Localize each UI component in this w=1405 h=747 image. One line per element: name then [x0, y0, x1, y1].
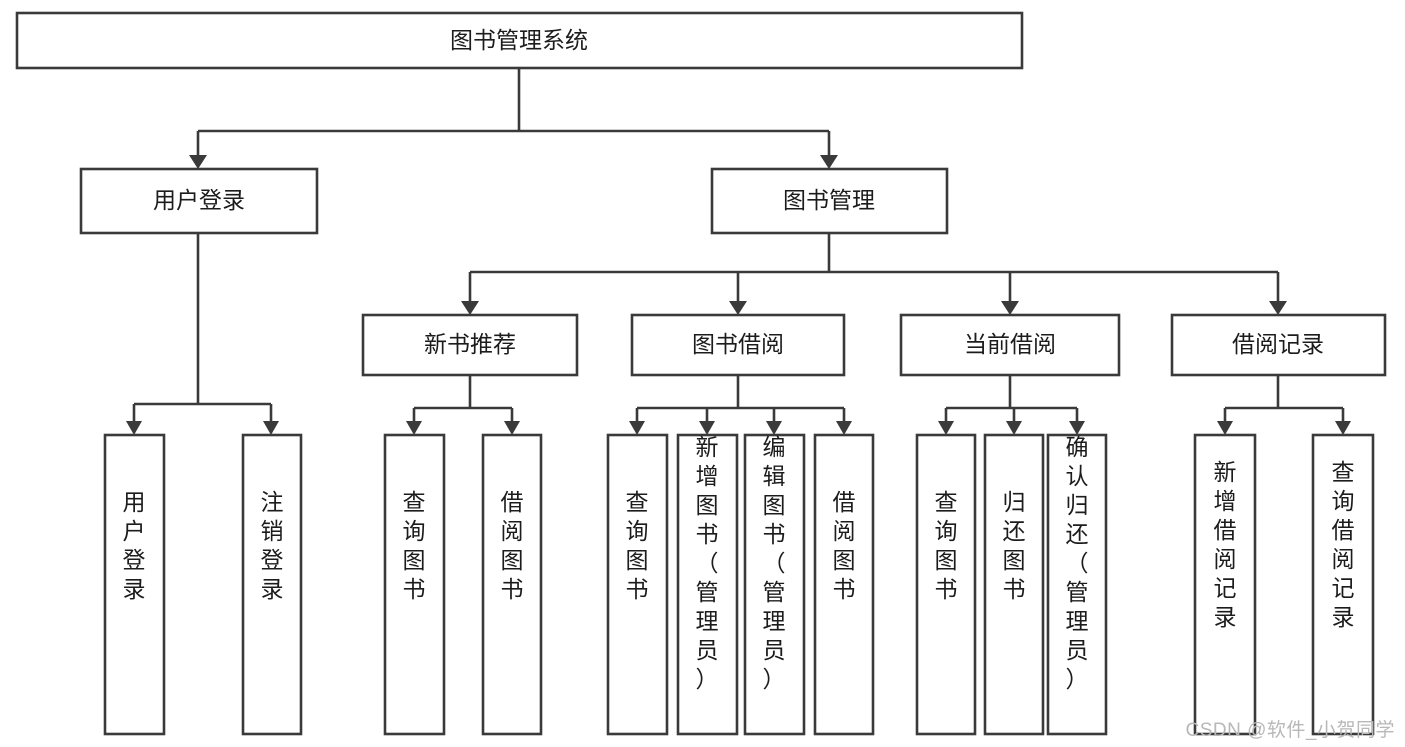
- leaf-node[interactable]: 借阅图书: [481, 433, 543, 736]
- node-current-borrow-label: 当前借阅: [964, 331, 1056, 357]
- node-book-borrow-label: 图书借阅: [692, 331, 784, 357]
- leaf-node-label: 新增借阅记录: [1214, 459, 1237, 630]
- leaf-node[interactable]: 查询图书: [383, 433, 446, 736]
- leaf-node-label: 查询借阅记录: [1332, 459, 1355, 630]
- leaf-node[interactable]: 新增借阅记录: [1193, 433, 1257, 736]
- arrow-head-icon: [189, 155, 207, 169]
- node-current-borrow-box[interactable]: [899, 313, 1121, 377]
- arrow-head-icon: [1069, 421, 1085, 435]
- leaf-node-box[interactable]: [1046, 433, 1108, 736]
- leaf-node-label: 确认归还（管理员）: [1066, 434, 1089, 692]
- leaf-node-box[interactable]: [915, 433, 977, 736]
- node-new-book-recommend-box[interactable]: [361, 313, 579, 377]
- node-root-box[interactable]: [15, 11, 1024, 70]
- node-book-management-label: 图书管理: [783, 187, 875, 213]
- arrow-head-icon: [729, 301, 747, 315]
- node-root-label: 图书管理系统: [450, 27, 588, 53]
- leaf-node-box[interactable]: [813, 433, 875, 736]
- leaf-node[interactable]: 编辑图书（管理员）: [743, 433, 806, 736]
- node-borrow-record-box[interactable]: [1170, 313, 1387, 377]
- arrow-head-icon: [1001, 301, 1019, 315]
- arrow-head-icon: [263, 421, 279, 435]
- node-root[interactable]: 图书管理系统: [15, 11, 1024, 70]
- arrow-head-icon: [1217, 421, 1233, 435]
- node-user-login-label: 用户登录: [153, 187, 245, 213]
- arrow-head-icon: [629, 421, 645, 435]
- leaf-node-label: 注销登录: [261, 489, 284, 602]
- node-user-login-box[interactable]: [79, 167, 319, 235]
- leaf-node[interactable]: 归还图书: [983, 433, 1045, 736]
- arrow-head-icon: [1335, 421, 1351, 435]
- leaf-node[interactable]: 新增图书（管理员）: [676, 433, 739, 736]
- leaf-node-label: 借阅图书: [501, 489, 524, 602]
- leaf-node-box[interactable]: [103, 433, 166, 736]
- leaf-node-box[interactable]: [481, 433, 543, 736]
- leaf-node[interactable]: 用户登录: [103, 433, 166, 736]
- node-book-management-box[interactable]: [710, 167, 949, 235]
- arrow-head-icon: [126, 421, 142, 435]
- leaf-node[interactable]: 注销登录: [241, 433, 303, 736]
- leaf-node[interactable]: 确认归还（管理员）: [1046, 433, 1108, 736]
- arrow-head-icon: [406, 421, 422, 435]
- arrow-head-icon: [820, 155, 838, 169]
- leaf-node-label: 查询图书: [403, 489, 426, 602]
- connector-layer: [126, 68, 1351, 435]
- leaf-node-box[interactable]: [383, 433, 446, 736]
- leaf-node[interactable]: 查询图书: [915, 433, 977, 736]
- node-book-borrow-box[interactable]: [630, 313, 846, 377]
- node-borrow-record[interactable]: 借阅记录: [1170, 313, 1387, 377]
- leaf-node-label: 查询图书: [626, 489, 649, 602]
- arrow-head-icon: [699, 421, 715, 435]
- leaf-node[interactable]: 查询图书: [606, 433, 669, 736]
- node-new-book-recommend[interactable]: 新书推荐: [361, 313, 579, 377]
- leaf-node-box[interactable]: [606, 433, 669, 736]
- node-borrow-record-label: 借阅记录: [1232, 331, 1324, 357]
- node-current-borrow[interactable]: 当前借阅: [899, 313, 1121, 377]
- node-book-borrow[interactable]: 图书借阅: [630, 313, 846, 377]
- leaf-node-box[interactable]: [743, 433, 806, 736]
- leaf-node-box[interactable]: [241, 433, 303, 736]
- leaf-node-label: 新增图书（管理员）: [696, 434, 719, 692]
- node-user-login[interactable]: 用户登录: [79, 167, 319, 235]
- node-new-book-recommend-label: 新书推荐: [424, 331, 516, 357]
- leaf-node-box[interactable]: [983, 433, 1045, 736]
- leaf-node-label: 查询图书: [935, 489, 958, 602]
- arrow-head-icon: [938, 421, 954, 435]
- leaf-node-box[interactable]: [1193, 433, 1257, 736]
- leaf-node-label: 用户登录: [123, 489, 146, 602]
- leaf-node-label: 编辑图书（管理员）: [763, 434, 786, 692]
- arrow-head-icon: [766, 421, 782, 435]
- leaf-node-label: 借阅图书: [833, 489, 856, 602]
- arrow-head-icon: [1006, 421, 1022, 435]
- leaf-node-label: 归还图书: [1003, 489, 1026, 602]
- leaf-node-box[interactable]: [1311, 433, 1375, 736]
- arrow-head-icon: [461, 301, 479, 315]
- leaf-node[interactable]: 借阅图书: [813, 433, 875, 736]
- node-book-management[interactable]: 图书管理: [710, 167, 949, 235]
- arrow-head-icon: [1269, 301, 1287, 315]
- arrow-head-icon: [504, 421, 520, 435]
- leaf-node[interactable]: 查询借阅记录: [1311, 433, 1375, 736]
- leaf-node-box[interactable]: [676, 433, 739, 736]
- arrow-head-icon: [836, 421, 852, 435]
